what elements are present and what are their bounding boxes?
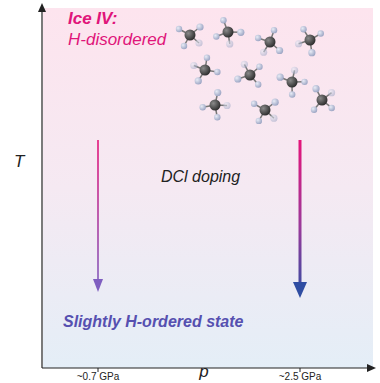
hydrogen-atom <box>301 79 307 85</box>
hydrogen-atom <box>328 89 335 96</box>
molecule-illustration <box>176 17 335 124</box>
hydrogen-atom <box>260 49 267 56</box>
hydrogen-atom <box>328 105 334 111</box>
hydrogen-atom <box>256 118 262 124</box>
heading-text: Ice IV: <box>68 9 117 29</box>
hydrogen-atom <box>195 39 202 46</box>
background-gradient <box>43 8 373 368</box>
hydrogen-atom <box>213 33 219 39</box>
hydrogen-atom <box>241 61 248 68</box>
hydrogen-atom <box>271 27 277 33</box>
arrow-shaft <box>299 140 302 286</box>
hydrogen-atom <box>181 43 187 49</box>
hydrogen-atom <box>311 106 317 112</box>
oxygen-atom <box>223 27 234 38</box>
hydrogen-atom <box>276 47 283 54</box>
hydrogen-atom <box>190 62 197 69</box>
hydrogen-atom <box>291 67 298 74</box>
y-axis <box>41 10 42 368</box>
hydrogen-atom <box>196 23 203 30</box>
arrow-head <box>93 279 103 292</box>
hydrogen-atom <box>255 35 261 41</box>
oxygen-atom <box>260 105 271 116</box>
hydrogen-atom <box>214 89 221 96</box>
hydrogen-atom <box>223 102 230 109</box>
hydrogen-atom <box>256 64 262 70</box>
hydrogen-atom <box>251 101 257 107</box>
axis-label: p <box>199 362 208 382</box>
process-label: DCl doping <box>161 168 240 186</box>
arrow-head <box>293 282 307 298</box>
state-text: Slightly H-ordered state <box>63 313 243 331</box>
axis-head <box>38 3 46 12</box>
hydrogen-atom <box>277 74 284 81</box>
tick-label: ~0.7 GPa <box>77 371 120 383</box>
oxygen-atom <box>305 35 316 46</box>
hydrogen-atom <box>220 17 226 23</box>
hydrogen-atom <box>270 115 277 122</box>
hydrogen-atom <box>308 49 315 56</box>
oxygen-atom <box>287 77 298 88</box>
oxygen-atom <box>210 100 221 111</box>
tick-label: ~2.5 GPa <box>279 371 322 383</box>
hydrogen-atom <box>195 77 202 84</box>
oxygen-atom <box>317 95 328 106</box>
axis-head <box>367 364 376 372</box>
oxygen-atom <box>265 37 276 48</box>
hydrogen-atom <box>214 69 220 75</box>
oxygen-atom <box>200 65 211 76</box>
hydrogen-atom <box>289 91 295 97</box>
hydrogen-atom <box>199 104 205 110</box>
oxygen-atom <box>245 70 256 81</box>
hydrogen-atom <box>237 29 244 36</box>
hydrogen-atom <box>255 81 261 87</box>
hydrogen-atom <box>226 40 233 47</box>
state-text: H-disordered <box>68 30 166 50</box>
hydrogen-atom <box>234 75 241 82</box>
axis-label: T <box>14 152 24 172</box>
hydrogen-atom <box>300 26 306 32</box>
hydrogen-atom <box>204 54 210 60</box>
hydrogen-atom <box>176 26 182 32</box>
hydrogen-atom <box>318 30 324 36</box>
oxygen-atom <box>185 30 196 41</box>
hydrogen-atom <box>312 85 319 92</box>
arrow-shaft <box>97 140 99 282</box>
hydrogen-atom <box>272 99 279 106</box>
hydrogen-atom <box>295 40 302 47</box>
hydrogen-atom <box>214 114 220 120</box>
